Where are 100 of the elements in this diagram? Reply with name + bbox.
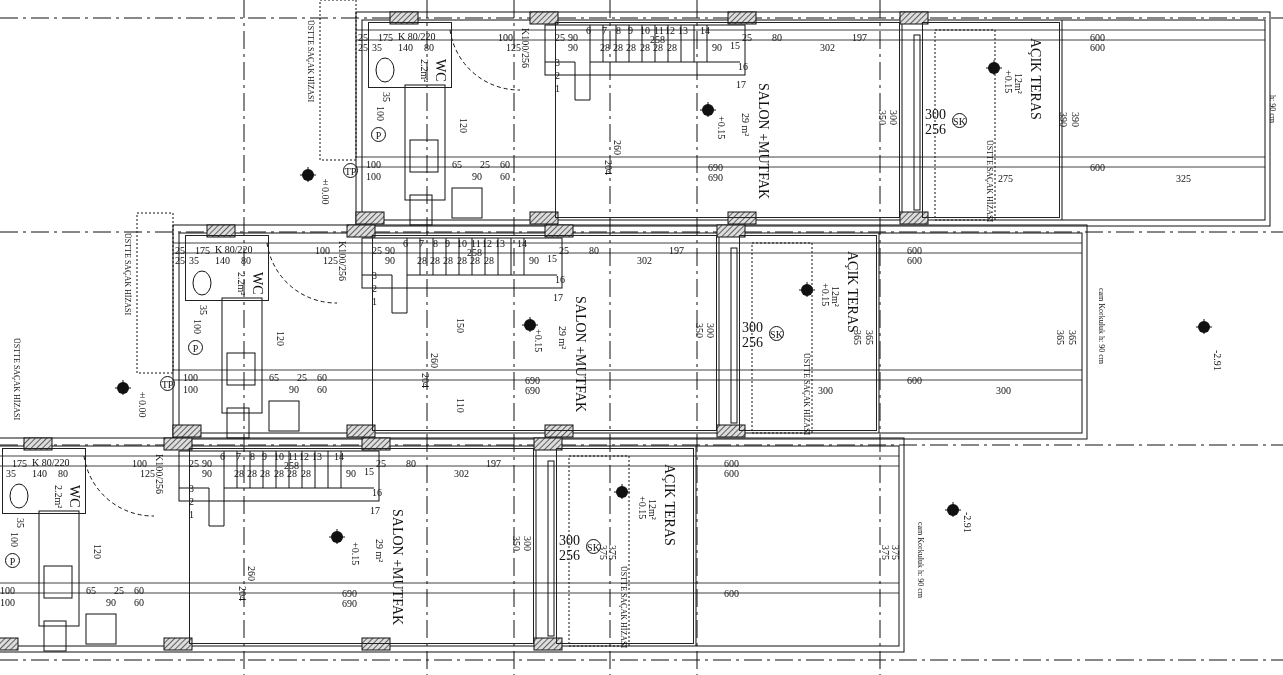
- level-mark-text: ±0.00: [320, 176, 330, 205]
- dimension-text: 25: [559, 246, 569, 256]
- dimension-text: 28: [484, 256, 494, 266]
- room-name: AÇIK TERAS: [662, 464, 676, 546]
- dimension-text: 600: [724, 459, 739, 469]
- dimension-text: 28: [234, 469, 244, 479]
- dimension-text: 90: [202, 459, 212, 469]
- dimension-text: 302: [454, 469, 469, 479]
- dimension-text: K 80/220: [215, 245, 253, 255]
- step-number: 3: [189, 484, 194, 494]
- dimension-text: 90: [529, 256, 539, 266]
- dimension-text: 204: [603, 160, 613, 175]
- dimension-text: 25: [376, 459, 386, 469]
- dimension-text: 600: [1090, 43, 1105, 53]
- step-number: 14: [700, 26, 710, 36]
- dimension-text: 258: [650, 35, 665, 45]
- step-number: 11: [471, 239, 481, 249]
- dimension-text: 28: [470, 256, 480, 266]
- dimension-text: 258: [284, 461, 299, 471]
- dimension-text: 690: [708, 163, 723, 173]
- dimension-text: 365: [1055, 330, 1065, 345]
- dimension-text: K 80/220: [398, 32, 436, 42]
- dimension-text: 28: [247, 469, 257, 479]
- room-area: [555, 22, 900, 218]
- step-number: 8: [250, 452, 255, 462]
- dimension-text: 28: [274, 469, 284, 479]
- dimension-text: 25: [358, 33, 368, 43]
- dimension-text: 375: [598, 545, 608, 560]
- room-area: [372, 235, 717, 431]
- room-name: SALON +MUTFAK: [390, 509, 404, 626]
- dimension-text: 28: [457, 256, 467, 266]
- dimension-text: 300: [996, 386, 1011, 396]
- step-number: 7: [602, 26, 607, 36]
- step-number: 13: [678, 26, 688, 36]
- room-area-text: 2.2m²: [53, 485, 63, 509]
- dimension-text: 65: [452, 160, 462, 170]
- dimension-text: 204: [237, 586, 247, 601]
- step-number: 7: [419, 239, 424, 249]
- step-number: 16: [738, 62, 748, 72]
- dimension-text: 90: [472, 172, 482, 182]
- step-number: 13: [312, 452, 322, 462]
- dimension-text: 90: [568, 33, 578, 43]
- dimension-text: 90: [712, 43, 722, 53]
- dimension-text: 80: [589, 246, 599, 256]
- room-area-text: 12m²: [1013, 73, 1023, 94]
- window-dimension-text: 300: [925, 108, 946, 122]
- dimension-text: K100/256: [520, 28, 530, 68]
- dimension-text: 690: [525, 376, 540, 386]
- dimension-text: 175: [378, 33, 393, 43]
- dimension-text: 275: [998, 174, 1013, 184]
- room-name: AÇIK TERAS: [845, 251, 859, 333]
- level-mark-text: +0.15: [820, 283, 830, 307]
- dimension-text: 197: [486, 459, 501, 469]
- dimension-text: 390: [1070, 112, 1080, 127]
- step-number: 1: [555, 84, 560, 94]
- step-number: 1: [372, 297, 377, 307]
- dimension-text: 25: [480, 160, 490, 170]
- step-number: 15: [730, 41, 740, 51]
- step-number: 9: [445, 239, 450, 249]
- step-number: 17: [370, 506, 380, 516]
- step-number: 17: [736, 80, 746, 90]
- dimension-text: 90: [202, 469, 212, 479]
- dimension-text: 28: [626, 43, 636, 53]
- eave-note: ÜSTTE SAÇAK HİZASI: [306, 20, 314, 103]
- dimension-text: 120: [458, 118, 468, 133]
- dimension-text: 197: [852, 33, 867, 43]
- dimension-text: 80: [58, 469, 68, 479]
- step-number: 14: [517, 239, 527, 249]
- dimension-text: 28: [301, 469, 311, 479]
- room-area: [2, 448, 86, 514]
- step-number: 17: [553, 293, 563, 303]
- dimension-text: 690: [708, 173, 723, 183]
- dimension-text: 25: [358, 43, 368, 53]
- dimension-text: 60: [500, 160, 510, 170]
- dimension-text: 258: [467, 248, 482, 258]
- step-number: 15: [547, 254, 557, 264]
- dimension-text: 100: [192, 319, 202, 334]
- room-name: WC: [67, 485, 81, 508]
- dimension-text: 350: [877, 110, 887, 125]
- dimension-text: 260: [429, 353, 439, 368]
- dimension-text: 175: [195, 246, 210, 256]
- dimension-text: 300: [818, 386, 833, 396]
- dimension-text: 110: [455, 398, 465, 413]
- room-area: [189, 448, 534, 644]
- dimension-text: 175: [12, 459, 27, 469]
- dimension-text: 60: [134, 586, 144, 596]
- eave-note: ÜSTTE SAÇAK HİZASI: [123, 233, 131, 316]
- dimension-text: 100: [315, 246, 330, 256]
- dimension-text: 28: [443, 256, 453, 266]
- dimension-text: 100: [375, 106, 385, 121]
- level-mark-text: ±0.00: [137, 389, 147, 418]
- dimension-text: 80: [406, 459, 416, 469]
- step-number: 2: [372, 284, 377, 294]
- step-number: 2: [555, 71, 560, 81]
- dimension-text: 28: [653, 43, 663, 53]
- dimension-text: 100: [366, 160, 381, 170]
- dimension-text: 260: [246, 566, 256, 581]
- step-number: 6: [220, 452, 225, 462]
- step-number: 9: [628, 26, 633, 36]
- level-mark-text: +0.15: [637, 496, 647, 520]
